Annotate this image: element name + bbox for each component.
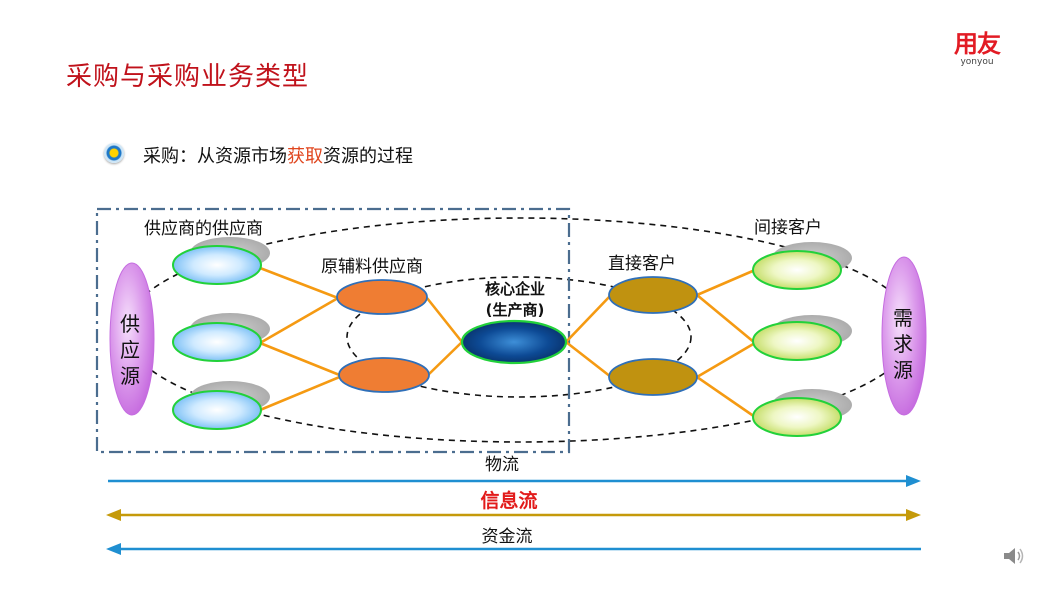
page-title: 采购与采购业务类型 (66, 62, 310, 92)
supplier-of-supplier-node (172, 322, 262, 362)
indirect-customer-node (752, 397, 842, 437)
core-enterprise-node (460, 319, 568, 365)
label-supplier-of-supplier: 供应商的供应商 (144, 219, 263, 239)
supply-source-char-2: 应 (120, 338, 140, 362)
label-raw-material-supplier: 原辅料供应商 (321, 257, 423, 277)
enterprise-boundary (95, 207, 571, 454)
supply-source-char-1: 供 (120, 312, 140, 336)
supply-source-char-3: 源 (120, 364, 140, 388)
inner-dashed-ellipse (346, 276, 692, 398)
indirect-customer-nodes (752, 242, 852, 437)
information-arrow (106, 509, 921, 521)
label-core-line1: 核心企业 (485, 280, 545, 298)
label-indirect-customer: 间接客户 (754, 218, 822, 238)
intro-suffix: 资源的过程 (323, 146, 413, 167)
logo-en: yonyou (960, 57, 994, 67)
speaker-icon[interactable] (1002, 545, 1026, 567)
demand-source-char-2: 求 (893, 332, 913, 356)
logistics-arrow (108, 475, 921, 487)
indirect-customer-node (752, 250, 842, 290)
direct-customer-node (608, 358, 698, 396)
label-capital: 资金流 (482, 527, 533, 547)
supplier-of-supplier-node (172, 390, 262, 430)
label-direct-customer: 直接客户 (608, 254, 676, 274)
indirect-customer-node (752, 321, 842, 361)
label-core-line2: (生产商) (486, 301, 545, 319)
demand-source-char-1: 需 (893, 306, 913, 330)
raw-material-supplier-node (336, 279, 428, 315)
intro-highlight: 获取 (287, 146, 323, 167)
raw-material-supplier-node (338, 357, 430, 393)
supply-source-node (109, 262, 155, 416)
intro-text: 采购：从资源市场获取资源的过程 (143, 142, 413, 168)
supplier-of-supplier-nodes (172, 237, 270, 430)
demand-source-node (881, 256, 927, 416)
logo-cn: 用友 (954, 30, 1001, 58)
connector-lines (259, 266, 756, 419)
bullet-icon (104, 143, 124, 163)
direct-customer-node (608, 276, 698, 314)
demand-source-char-3: 源 (893, 358, 913, 382)
intro-prefix: 采购：从资源市场 (143, 146, 287, 167)
label-information: 信息流 (480, 489, 537, 512)
yonyou-logo: 用友 yonyou (954, 30, 1001, 67)
label-logistics: 物流 (485, 455, 519, 475)
supplier-of-supplier-node (172, 245, 262, 285)
capital-arrow (106, 543, 921, 555)
